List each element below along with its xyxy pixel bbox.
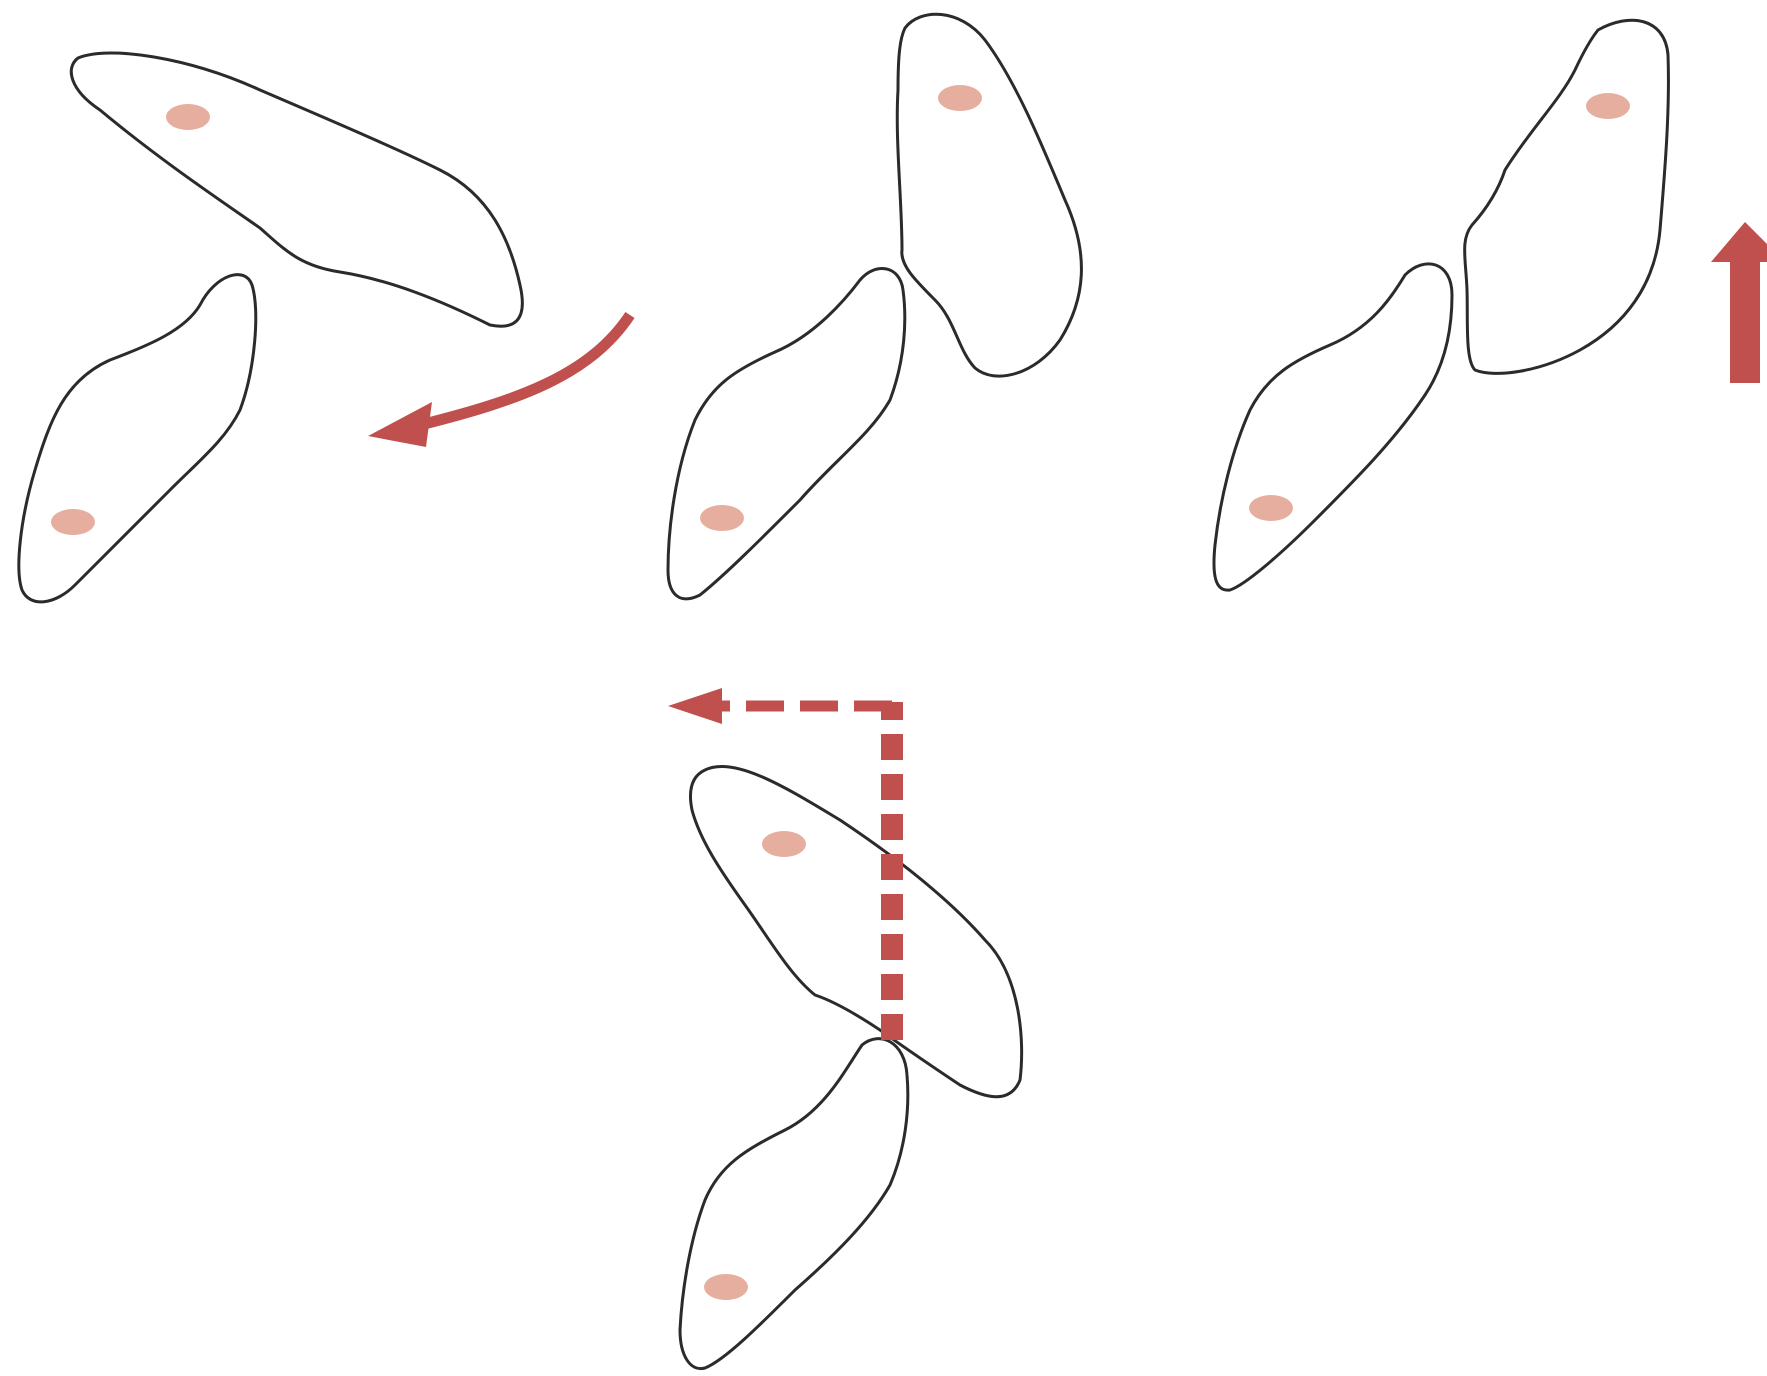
lower-cell-outline [1214, 264, 1452, 590]
panel-cells-touching [668, 14, 1081, 599]
elongated-cell-outline [71, 53, 522, 326]
nucleus [704, 1274, 748, 1300]
nucleus [700, 505, 744, 531]
upward-arrow-head [1711, 222, 1767, 262]
nucleus [1586, 93, 1630, 119]
nucleus [51, 509, 95, 535]
panel-cells-overlapping [680, 766, 1022, 1368]
lower-cell-outline [680, 1039, 908, 1369]
lower-cell-outline [668, 269, 905, 599]
panel-cells-pushing-apart [1214, 20, 1668, 590]
nucleus [938, 85, 982, 111]
elongated-cell-outline [691, 766, 1022, 1096]
panel-separate-cells [19, 53, 522, 602]
upward-arrow-shaft [1730, 255, 1760, 383]
lower-cell-outline [19, 275, 256, 602]
upward-arrow [1711, 222, 1767, 383]
curved-arrow-shaft [420, 315, 630, 425]
curved-arrow-head [368, 402, 432, 447]
upper-cell-outline [897, 14, 1081, 376]
curved-rotate-arrow [368, 315, 630, 447]
nucleus [762, 831, 806, 857]
upper-cell-outline [1465, 20, 1669, 373]
nucleus [166, 104, 210, 130]
dashed-elbow-arrow [668, 688, 892, 1040]
dashed-arrow-head [668, 688, 722, 724]
nucleus [1249, 495, 1293, 521]
